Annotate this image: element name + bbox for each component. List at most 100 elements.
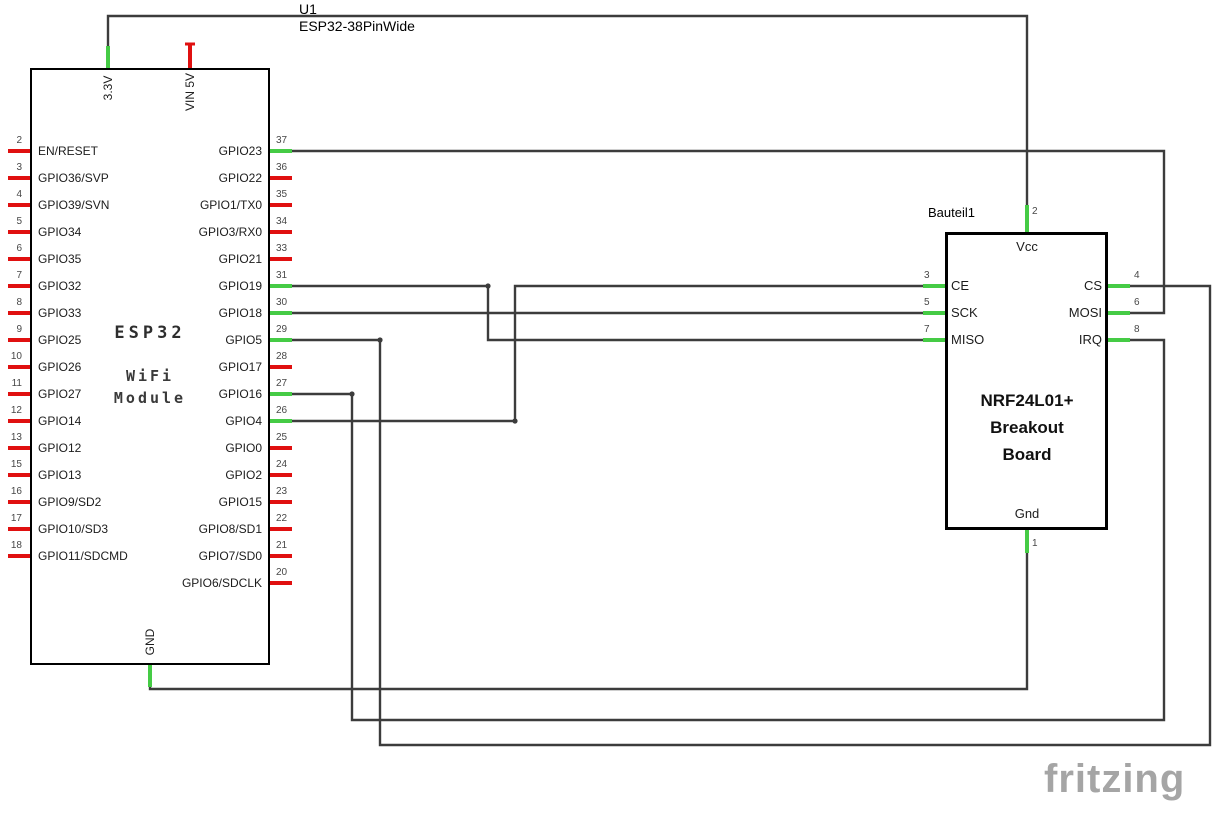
pin-label: CE [951,278,970,293]
pin-number: 7 [16,270,22,281]
wire-gpio19-to-miso [292,284,923,342]
pin-label: GPIO27 [38,387,82,401]
pin-number: 9 [16,324,22,335]
esp32-part-name: ESP32-38PinWide [299,18,415,34]
pin-number: 18 [10,540,22,551]
pin-number: 8 [16,297,22,308]
pin-label: MOSI [1068,305,1102,320]
pin-label: CS [1083,278,1102,293]
esp32-gnd-pin-label: GND [143,628,157,656]
nrf-vcc-pin-label: Vcc [1016,239,1038,254]
pin-label: GPIO25 [38,333,82,347]
esp32-chip-subtitle-line2: Module [113,389,187,407]
pin-number: 13 [10,432,22,443]
pin-number: 5 [16,216,22,227]
pin-number: 3 [924,270,930,281]
pin-label: GPIO22 [218,171,262,185]
pin-number: 6 [1134,297,1140,308]
pin-number: 4 [16,189,22,200]
pin-label: GPIO4 [225,414,262,428]
pin-number: 21 [275,540,288,551]
pin-number: 25 [275,432,288,443]
pin-number: 24 [275,459,288,470]
pin-number: 10 [10,351,22,362]
pin-number: 17 [10,513,22,524]
pin-label: GPIO14 [38,414,82,428]
pin-number: 20 [275,567,288,578]
nrf-part-name-line1: NRF24L01+ [980,391,1074,410]
pin-number: 22 [275,513,288,524]
pin-label: GPIO34 [38,225,82,239]
pin-number: 5 [924,297,930,308]
pin-label: GPIO21 [218,252,262,266]
esp32-chip-subtitle-line1: WiFi [125,367,175,385]
wire-gpio4-to-ce [292,284,923,423]
pin-label: GPIO18 [218,306,262,320]
pin-number: 35 [275,189,288,200]
pin-number: 27 [275,378,288,389]
pin-label: GPIO11/SDCMD [38,549,128,563]
fritzing-watermark: fritzing [1044,757,1186,801]
pin-number: 31 [275,270,288,281]
pin-label: MISO [951,332,985,347]
pin-label: GPIO12 [38,441,82,455]
pin-label: GPIO7/SD0 [198,549,262,563]
pin-number: 3 [16,162,22,173]
pin-number: 16 [10,486,22,497]
pin-label: GPIO9/SD2 [38,495,102,509]
pin-number: 36 [275,162,288,173]
pin-label: IRQ [1078,332,1102,347]
pin-label: GPIO32 [38,279,82,293]
pin-label: GPIO39/SVN [38,198,110,212]
pin-label: GPIO8/SD1 [198,522,262,536]
esp32-vin5v-pin-label: VIN 5V [183,73,197,112]
pin-label: GPIO0 [225,441,262,455]
pin-number: 29 [275,324,288,335]
pin-label: GPIO36/SVP [38,171,109,185]
wire-bendpoint [512,418,518,424]
pin-number: 28 [275,351,288,362]
pin-label: GPIO26 [38,360,82,374]
nrf-ref-designator: Bauteil1 [928,205,975,220]
pin-number: 11 [11,378,22,389]
pin-number: 8 [1134,324,1140,335]
pin-label: GPIO17 [218,360,262,374]
wire-bendpoint [349,391,355,397]
pin-label: GPIO1/TX0 [199,198,262,212]
pin-label: GPIO10/SD3 [38,522,109,536]
pin-label: GPIO2 [225,468,262,482]
nrf24l01-body [945,232,1108,530]
nrf-part-name-line2: Breakout [990,418,1064,437]
pin-number: 6 [16,243,22,254]
pin-number: 33 [275,243,288,254]
pin-label: GPIO6/SDCLK [181,576,262,590]
pin-number: 30 [275,297,288,308]
pin-label: GPIO33 [38,306,82,320]
pin-number: 15 [10,459,22,470]
pin-number: 2 [16,135,22,146]
pin-label: GPIO35 [38,252,82,266]
pin-label: EN/RESET [38,144,99,158]
pin-number: 23 [275,486,288,497]
pin-number: 7 [924,324,930,335]
pin-number: 34 [275,216,288,227]
pin-number: 26 [275,405,288,416]
esp32-3v3-pin-label: 3.3V [101,75,115,101]
esp32-ref-designator: U1 [299,1,317,17]
pin-label: SCK [951,305,978,320]
pin-label: GPIO5 [225,333,262,347]
wire-bendpoint [377,337,383,343]
nrf-part-name-line3: Board [1002,445,1052,464]
pin-number: 12 [10,405,22,416]
pin-number: 4 [1134,270,1140,281]
nrf-vcc-pin-number: 2 [1032,206,1038,217]
pin-label: GPIO3/RX0 [198,225,262,239]
pin-label: GPIO15 [218,495,262,509]
nrf-gnd-pin-number: 1 [1032,538,1038,549]
wire-bendpoint [485,283,491,289]
pin-number: 37 [275,135,288,146]
nrf-gnd-pin-label: Gnd [1014,506,1040,521]
pin-label: GPIO19 [218,279,262,293]
esp32-chip-name: ESP32 [114,323,186,343]
